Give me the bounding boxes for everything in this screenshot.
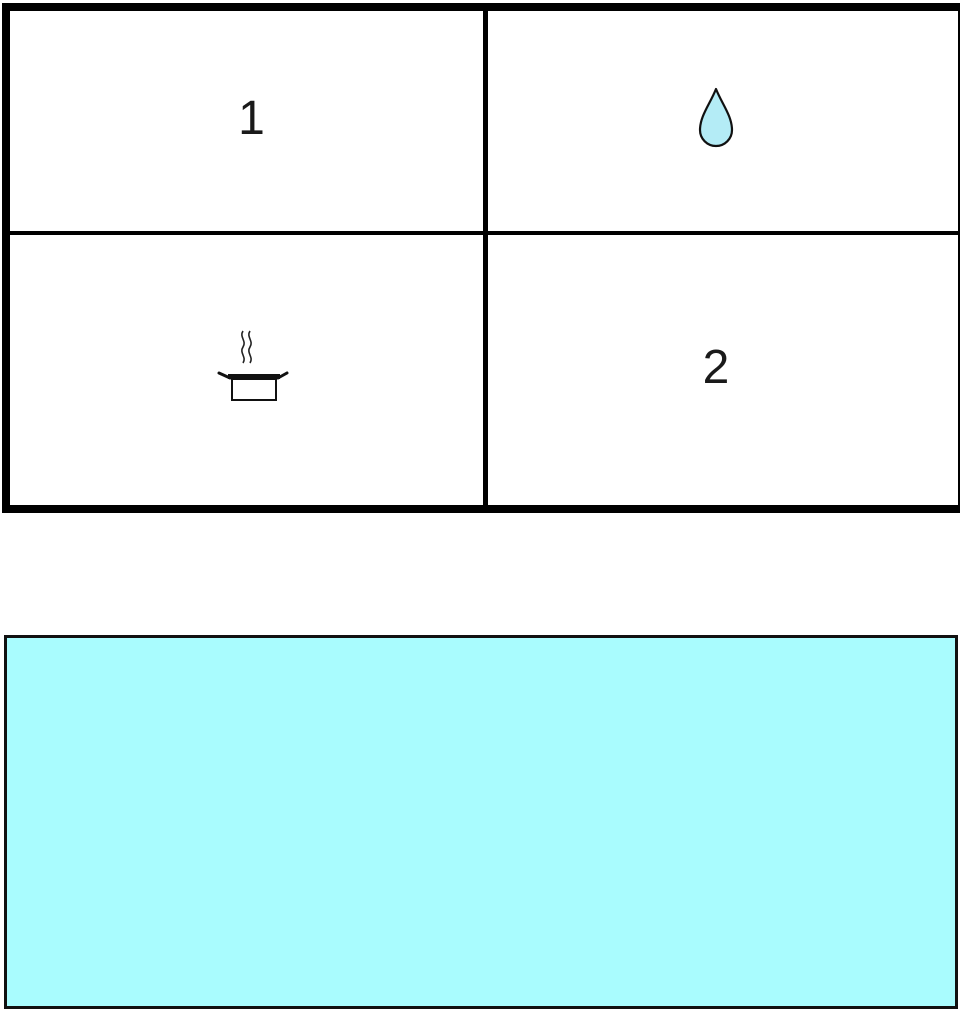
steaming-pot-icon bbox=[215, 327, 291, 409]
water-drop-icon bbox=[696, 86, 736, 150]
water-panel bbox=[4, 635, 958, 1009]
grid-frame: 1 2 bbox=[2, 3, 960, 513]
horizontal-divider bbox=[10, 231, 958, 235]
vertical-divider bbox=[483, 11, 488, 505]
cell-top-left[interactable]: 1 bbox=[10, 11, 483, 231]
cell-number-1: 1 bbox=[238, 92, 265, 145]
cell-bottom-right[interactable]: 2 bbox=[488, 235, 958, 505]
cell-bottom-left[interactable] bbox=[10, 235, 483, 505]
cell-top-right[interactable] bbox=[488, 11, 958, 231]
cell-number-2: 2 bbox=[702, 341, 730, 394]
